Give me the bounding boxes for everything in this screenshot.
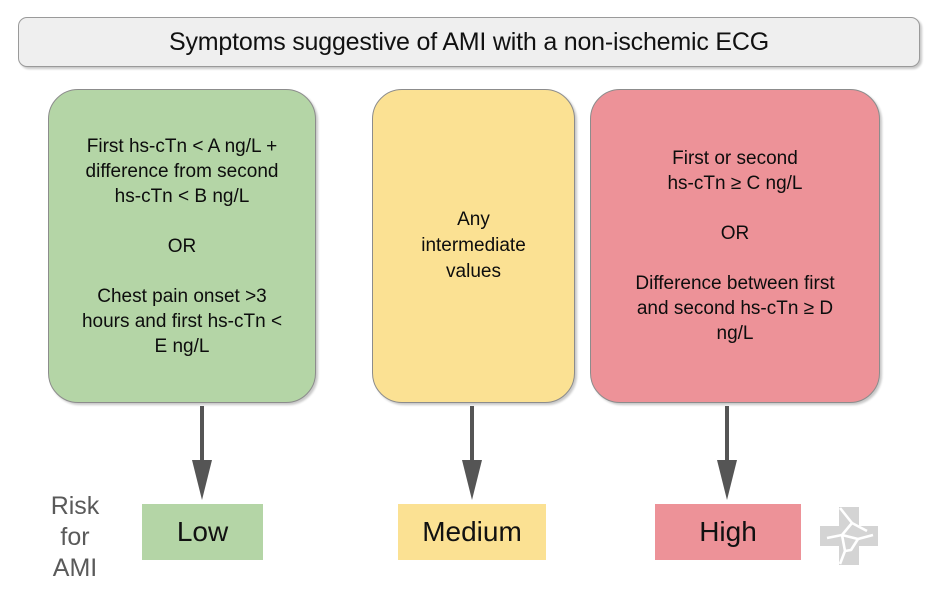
outcome-box-medium: Medium — [398, 504, 546, 560]
down-arrow-icon-medium — [462, 406, 482, 500]
criteria-high-paragraph-2: Difference between first and second hs-c… — [635, 273, 835, 344]
outcome-label-medium: Medium — [422, 516, 522, 547]
criteria-box-medium-risk: Any intermediate values — [372, 89, 575, 403]
criteria-box-low-risk: First hs-cTn < A ng/L + difference from … — [48, 89, 316, 403]
criteria-medium-paragraph-1: Any intermediate values — [421, 209, 526, 282]
outcome-label-low: Low — [176, 516, 229, 547]
criteria-low-paragraph-2: Chest pain onset >3 hours and first hs-c… — [81, 285, 283, 357]
header-box: Symptoms suggestive of AMI with a non-is… — [18, 17, 920, 67]
down-arrow-icon-low — [192, 406, 212, 500]
criteria-low-connector: OR — [167, 235, 197, 257]
outcome-box-low: Low — [142, 504, 263, 560]
outcome-box-high: High — [655, 504, 801, 560]
criteria-high-connector: OR — [720, 223, 750, 244]
medical-cross-icon — [820, 507, 878, 565]
page-title: Symptoms suggestive of AMI with a non-is… — [169, 27, 769, 56]
outcome-label-high: High — [699, 516, 757, 547]
criteria-high-paragraph-1: First or second hs-cTn ≥ C ng/L — [667, 148, 803, 194]
criteria-low-paragraph-1: First hs-cTn < A ng/L + difference from … — [85, 135, 279, 207]
down-arrow-icon-high — [717, 406, 737, 500]
risk-for-ami-label: Risk for AMI — [50, 492, 100, 582]
criteria-box-high-risk: First or second hs-cTn ≥ C ng/L OR Diffe… — [590, 89, 880, 403]
